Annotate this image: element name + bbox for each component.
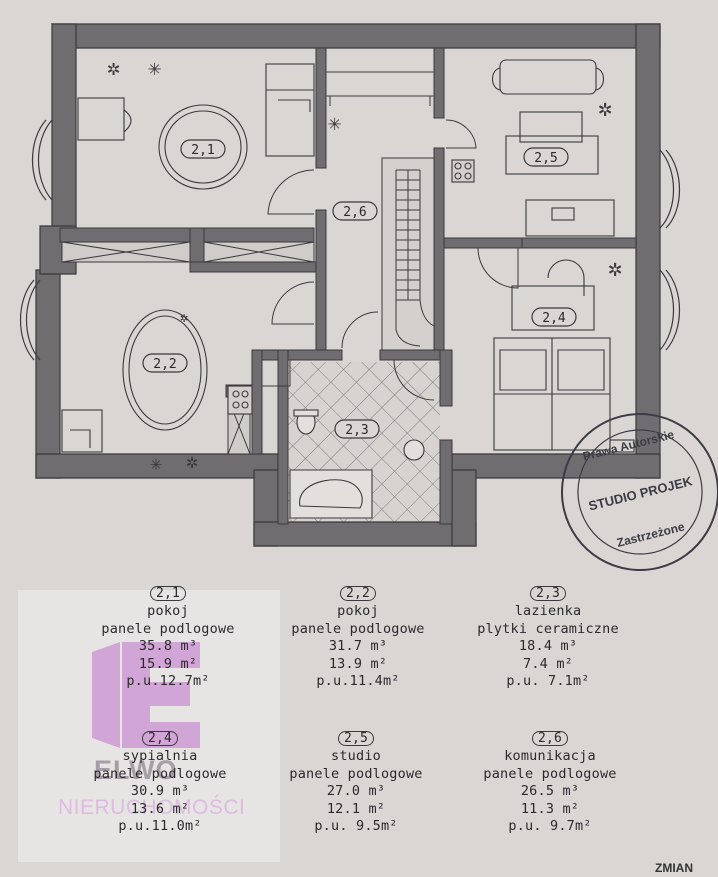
legend-usable-area: p.u.11.4m² [316, 673, 400, 689]
legend-floor: panele podlogowe [483, 765, 617, 782]
room-2-4-furniture: ✲ [493, 254, 635, 453]
legend-usable-area: p.u.11.0m² [118, 818, 202, 834]
ventilation-hatch [61, 241, 315, 455]
legend-room-name: komunikacja [504, 748, 596, 764]
room-label-2-1: 2,1 [180, 139, 226, 159]
legend-room-2-3: 2,3 lazienka plytki ceramiczne 18.4 m³ 7… [448, 585, 648, 691]
svg-text:✲: ✲ [598, 94, 612, 122]
legend-volume: 30.9 m³ [130, 783, 190, 799]
room-label-2-4: 2,4 [531, 307, 577, 327]
copyright-stamp: Prawa Autorskie STUDIO PROJEK Zastrzeżon… [561, 413, 718, 571]
svg-text:✲: ✲ [180, 310, 188, 326]
room-label-2-2: 2,2 [142, 353, 188, 373]
staircase [381, 157, 435, 351]
svg-text:2,2: 2,2 [153, 357, 176, 372]
room-label-2-5: 2,5 [523, 147, 569, 167]
footer-text: ZMIAN [655, 861, 693, 875]
legend-room-name: sypialnia [122, 748, 198, 764]
legend-floor: panele podlogowe [101, 620, 235, 637]
room-2-6-furniture: ✳ [325, 71, 435, 136]
svg-text:STUDIO PROJEK: STUDIO PROJEK [587, 473, 694, 513]
svg-text:✳: ✳ [328, 111, 341, 136]
windows [19, 119, 681, 361]
legend-area: 11.3 m² [520, 800, 580, 817]
legend-usable-area: p.u.12.7m² [126, 673, 210, 689]
svg-text:✳: ✳ [148, 56, 161, 81]
svg-text:2,1: 2,1 [191, 143, 214, 158]
legend-room-2-2: 2,2 pokoj panele podlogowe 31.7 m³ 13.9 … [258, 585, 458, 691]
legend-volume: 18.4 m³ [518, 638, 578, 654]
svg-text:2,4: 2,4 [542, 311, 566, 326]
legend-room-name: studio [331, 748, 381, 764]
svg-text:✲: ✲ [107, 56, 120, 81]
room-2-2-furniture: ✳ ✲ ✲ [61, 309, 251, 475]
bathroom-fixtures [227, 385, 425, 519]
legend-code: 2,6 [531, 731, 569, 746]
legend-volume: 35.8 m³ [138, 638, 198, 654]
legend-area: 15.9 m² [138, 655, 198, 672]
room-label-2-3: 2,3 [334, 419, 380, 439]
legend-room-2-6: 2,6 komunikacja panele podlogowe 26.5 m³… [450, 730, 650, 836]
svg-text:2,3: 2,3 [345, 423, 368, 438]
doors [262, 119, 519, 401]
svg-text:2,6: 2,6 [343, 205, 366, 220]
floor-plan: ✲ ✳ ✳ ✲ ✲ ✲ ✳ ✲ [19, 23, 718, 571]
legend-usable-area: p.u. 9.5m² [314, 818, 398, 834]
legend-code: 2,3 [529, 586, 567, 601]
legend-room-2-5: 2,5 studio panele podlogowe 27.0 m³ 12.1… [256, 730, 456, 836]
legend-usable-area: p.u. 9.7m² [508, 818, 592, 834]
legend-floor: panele podlogowe [93, 765, 227, 782]
legend-volume: 27.0 m³ [326, 783, 386, 799]
legend-area: 13.9 m² [328, 655, 388, 672]
elwo-logo-icon [92, 642, 200, 748]
svg-text:2,5: 2,5 [534, 151, 557, 166]
room-2-1-furniture: ✲ ✳ [77, 56, 315, 190]
legend-area: 13.6 m² [130, 800, 190, 817]
legend-area: 7.4 m² [523, 655, 573, 672]
legend-room-name: pokoj [147, 603, 189, 619]
outer-walls [35, 23, 661, 547]
legend-volume: 26.5 m³ [520, 783, 580, 799]
svg-text:✳: ✳ [150, 451, 162, 475]
interior-walls [59, 47, 637, 525]
legend-code: 2,4 [141, 731, 179, 746]
legend-floor: panele podlogowe [289, 765, 423, 782]
legend-volume: 31.7 m³ [328, 638, 388, 654]
legend-code: 2,5 [337, 731, 375, 746]
svg-text:✲: ✲ [608, 254, 622, 282]
legend-room-2-1: 2,1 pokoj panele podlogowe 35.8 m³ 15.9 … [68, 585, 268, 691]
legend-room-name: lazienka [514, 603, 582, 619]
room-labels: 2,1 2,2 2,3 2,4 2,5 2,6 [142, 139, 577, 439]
room-label-2-6: 2,6 [332, 201, 378, 221]
legend-code: 2,1 [149, 586, 187, 601]
legend-floor: panele podlogowe [291, 620, 425, 637]
svg-text:Zastrzeżone: Zastrzeżone [615, 519, 686, 549]
room-2-5-furniture: ✲ [451, 59, 615, 237]
legend-floor: plytki ceramiczne [477, 620, 619, 637]
legend-code: 2,2 [339, 586, 377, 601]
legend-area: 12.1 m² [326, 800, 386, 817]
legend-room-2-4: 2,4 sypialnia panele podlogowe 30.9 m³ 1… [60, 730, 260, 836]
svg-text:✲: ✲ [186, 449, 198, 473]
legend-usable-area: p.u. 7.1m² [506, 673, 590, 689]
watermark-subtitle: NIERUCHOMOŚCI [58, 796, 246, 819]
watermark-brand: ELWO [94, 755, 178, 785]
legend-room-name: pokoj [337, 603, 379, 619]
